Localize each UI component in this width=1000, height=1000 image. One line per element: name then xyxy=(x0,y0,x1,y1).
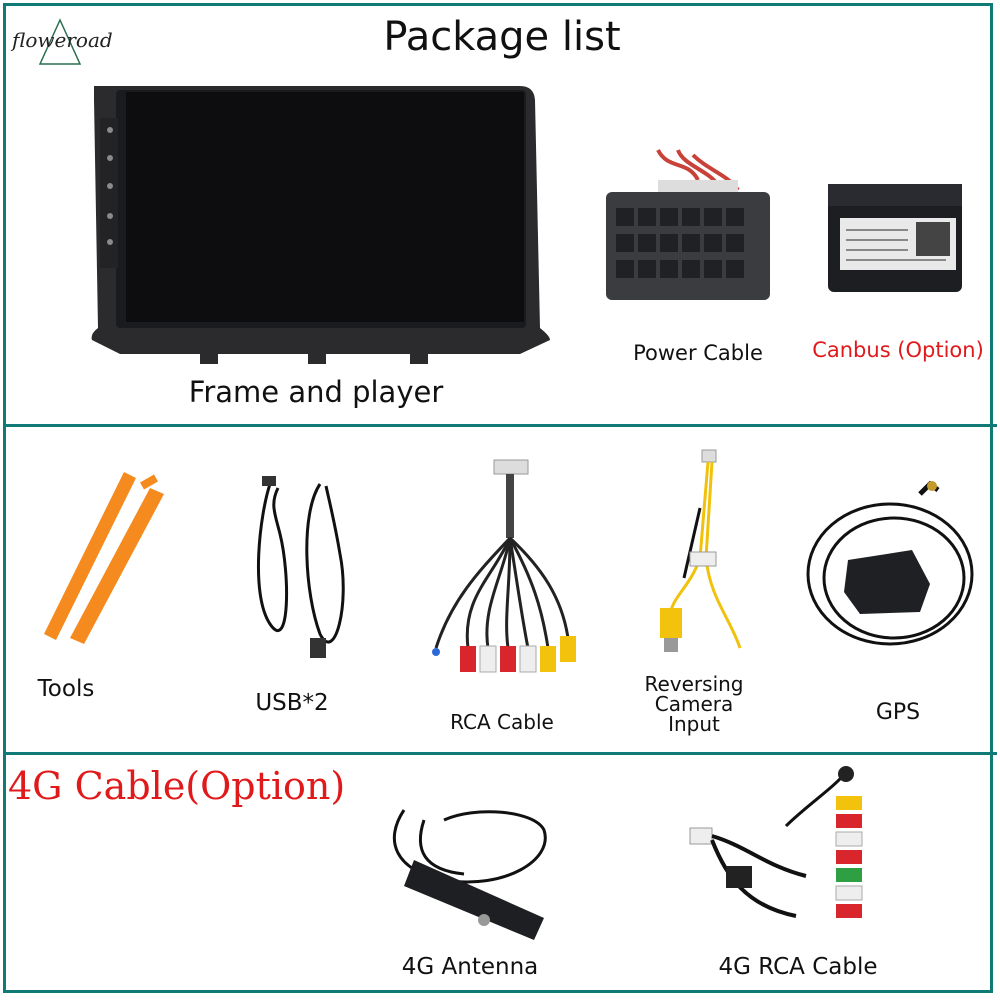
power-connector-image xyxy=(606,148,770,300)
4g-antenna-image xyxy=(393,809,547,940)
item-rca-cable-label: RCA Cable xyxy=(450,710,554,734)
reversing-camera-label-line-2: Camera xyxy=(654,692,734,716)
logo-text: floweroad xyxy=(12,28,113,52)
rca-harness-image xyxy=(432,459,576,673)
item-4g-rca-cable-label: 4G RCA Cable xyxy=(718,954,878,980)
item-reversing-camera-label: Reversing Camera Input xyxy=(644,674,743,734)
floweroad-logo: floweroad xyxy=(10,18,113,68)
page-title: Package list xyxy=(383,14,621,60)
page-frame xyxy=(3,3,993,993)
pry-tools-image xyxy=(44,472,164,644)
section-divider-top xyxy=(3,424,997,427)
item-frame-and-player-label: Frame and player xyxy=(188,375,444,409)
usb-cables-image xyxy=(257,476,345,658)
item-gps-label: GPS xyxy=(875,700,921,725)
canbus-box-image xyxy=(828,184,962,292)
head-unit-image xyxy=(91,86,550,364)
section-4g-heading: 4G Cable(Option) xyxy=(8,764,346,808)
logo-triangle-icon xyxy=(38,18,82,65)
section-divider-bottom xyxy=(3,752,997,755)
item-canbus-label: Canbus (Option) xyxy=(812,338,984,362)
item-power-cable-label: Power Cable xyxy=(633,341,763,365)
4g-rca-harness-image xyxy=(689,766,863,918)
gps-antenna-image xyxy=(806,480,974,646)
item-usb-label: USB*2 xyxy=(255,690,329,716)
item-tools-label: Tools xyxy=(37,676,95,702)
camera-input-cable-image xyxy=(660,449,742,652)
reversing-camera-label-line-1: Reversing xyxy=(644,672,744,696)
item-4g-antenna-label: 4G Antenna xyxy=(401,954,539,980)
reversing-camera-label-line-3: Input xyxy=(668,712,720,736)
